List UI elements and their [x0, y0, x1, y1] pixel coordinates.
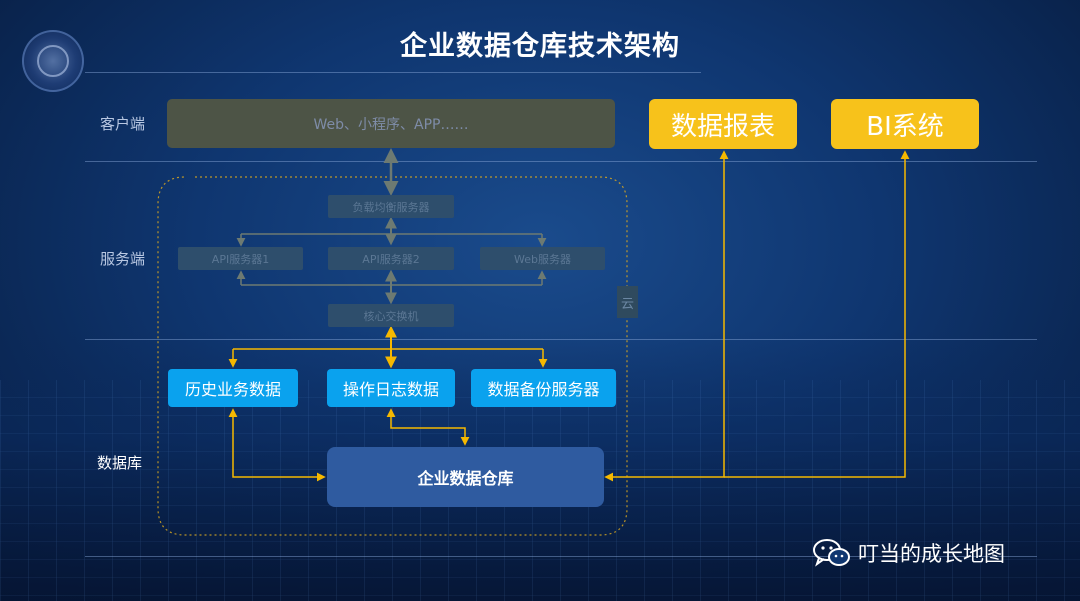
web-server-box: Web服务器 [480, 247, 605, 270]
oplog-data-box: 操作日志数据 [327, 369, 455, 407]
cloud-label: 云 [617, 286, 638, 318]
backup-server-box: 数据备份服务器 [471, 369, 616, 407]
row-label-database: 数据库 [97, 454, 143, 472]
wechat-icon [813, 539, 850, 567]
bi-system-box: BI系统 [831, 99, 979, 149]
divider-client-server [85, 161, 1037, 162]
logo-emblem [22, 30, 84, 92]
client-apps-box: Web、小程序、APP…… [167, 99, 615, 148]
api-server-2-box: API服务器2 [328, 247, 454, 270]
arrow-history-warehouse [228, 408, 326, 482]
load-balancer-box: 负载均衡服务器 [328, 195, 454, 218]
data-report-box: 数据报表 [649, 99, 797, 149]
page-title: 企业数据仓库技术架构 [400, 31, 680, 62]
divider-title [85, 72, 701, 73]
api-server-1-box: API服务器1 [178, 247, 303, 270]
core-switch-box: 核心交换机 [328, 304, 454, 327]
row-label-client: 客户端 [100, 115, 146, 133]
cloud-region-border [157, 176, 628, 536]
watermark: 叮当的成长地图 [812, 536, 1005, 570]
row-label-server: 服务端 [100, 250, 146, 268]
data-warehouse-box: 企业数据仓库 [327, 447, 604, 507]
arrow-warehouse-bi [724, 150, 910, 478]
arrow-oplog-warehouse [386, 408, 470, 446]
history-data-box: 历史业务数据 [168, 369, 298, 407]
divider-server-db [85, 339, 1037, 340]
divider-bottom [85, 556, 1037, 557]
watermark-text: 叮当的成长地图 [858, 542, 1005, 566]
